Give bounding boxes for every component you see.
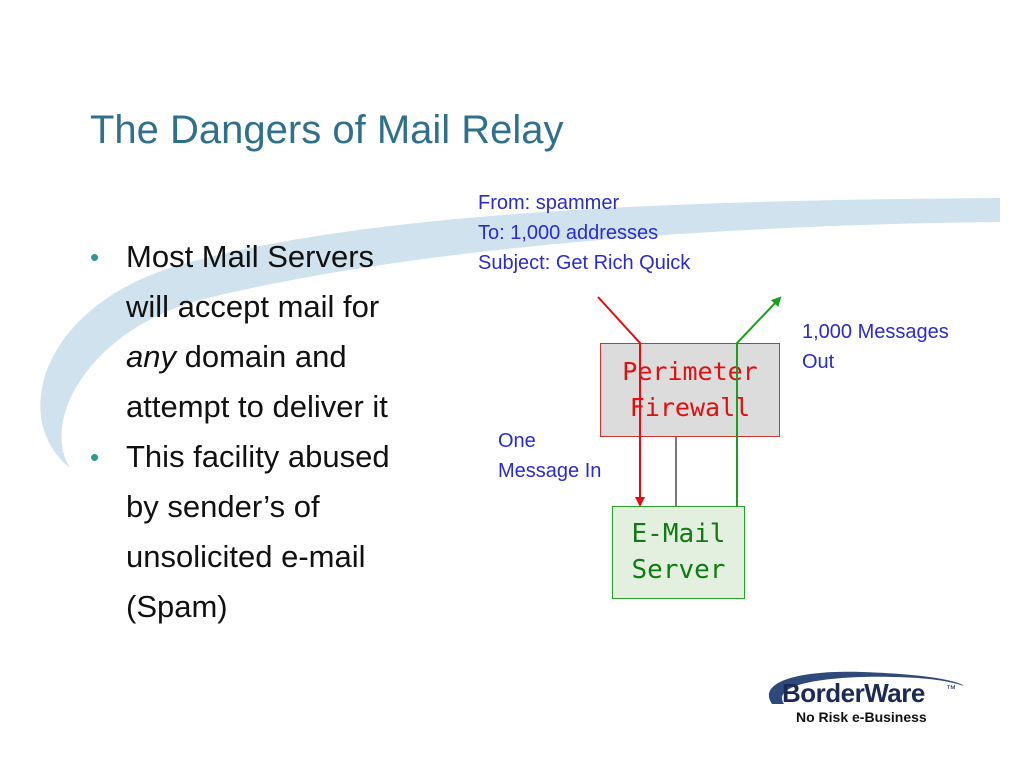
bullet-dot-icon: • (90, 242, 100, 272)
spam-header-label: From: spammer To: 1,000 addresses Subjec… (478, 188, 690, 278)
label-line: Message In (498, 460, 602, 482)
bullet-line: attempt to deliver it (126, 389, 388, 424)
borderware-logo: BorderWare ™ No Risk e-Business (752, 664, 972, 734)
slide-title: The Dangers of Mail Relay (90, 108, 564, 152)
bullet-line: by sender’s of (126, 489, 320, 524)
header-line: Subject: Get Rich Quick (478, 252, 691, 274)
message-in-label: One Message In (498, 426, 601, 486)
firewall-label-line: Firewall (629, 393, 751, 422)
label-line: One (498, 430, 536, 452)
firewall-label-line: Perimeter (622, 357, 758, 386)
logo-swoosh-icon (768, 671, 964, 704)
server-label-line: Server (631, 555, 726, 585)
email-server-box: E-Mail Server (612, 506, 745, 599)
bullet-line: will accept mail for (126, 289, 380, 324)
server-label-line: E-Mail (631, 519, 726, 549)
bullet-dot-icon: • (90, 442, 100, 472)
logo-name: BorderWare (782, 678, 925, 708)
perimeter-firewall-box: Perimeter Firewall (600, 343, 780, 437)
label-line: Out (802, 351, 835, 373)
logo-tagline: No Risk e-Business (796, 709, 927, 725)
label-line: 1,000 Messages (802, 321, 949, 343)
inbound-arrow (597, 296, 645, 507)
header-line: To: 1,000 addresses (478, 222, 659, 244)
trademark-mark: ™ (946, 684, 956, 695)
messages-out-label: 1,000 Messages Out (802, 317, 949, 377)
bullet-line: This facility abused (126, 439, 390, 474)
bullet-line: domain and (175, 339, 347, 374)
bullet-list: • Most Mail Servers will accept mail for… (90, 232, 480, 632)
bullet-item: • Most Mail Servers will accept mail for… (90, 232, 480, 432)
outbound-arrow (736, 296, 782, 506)
bullet-item: • This facility abused by sender’s of un… (90, 432, 480, 632)
header-line: From: spammer (478, 192, 620, 214)
bullet-line: unsolicited e-mail (126, 539, 366, 574)
bullet-line: Most Mail Servers (126, 239, 375, 274)
bullet-emphasis: any (126, 339, 176, 374)
bullet-line: (Spam) (126, 589, 228, 624)
